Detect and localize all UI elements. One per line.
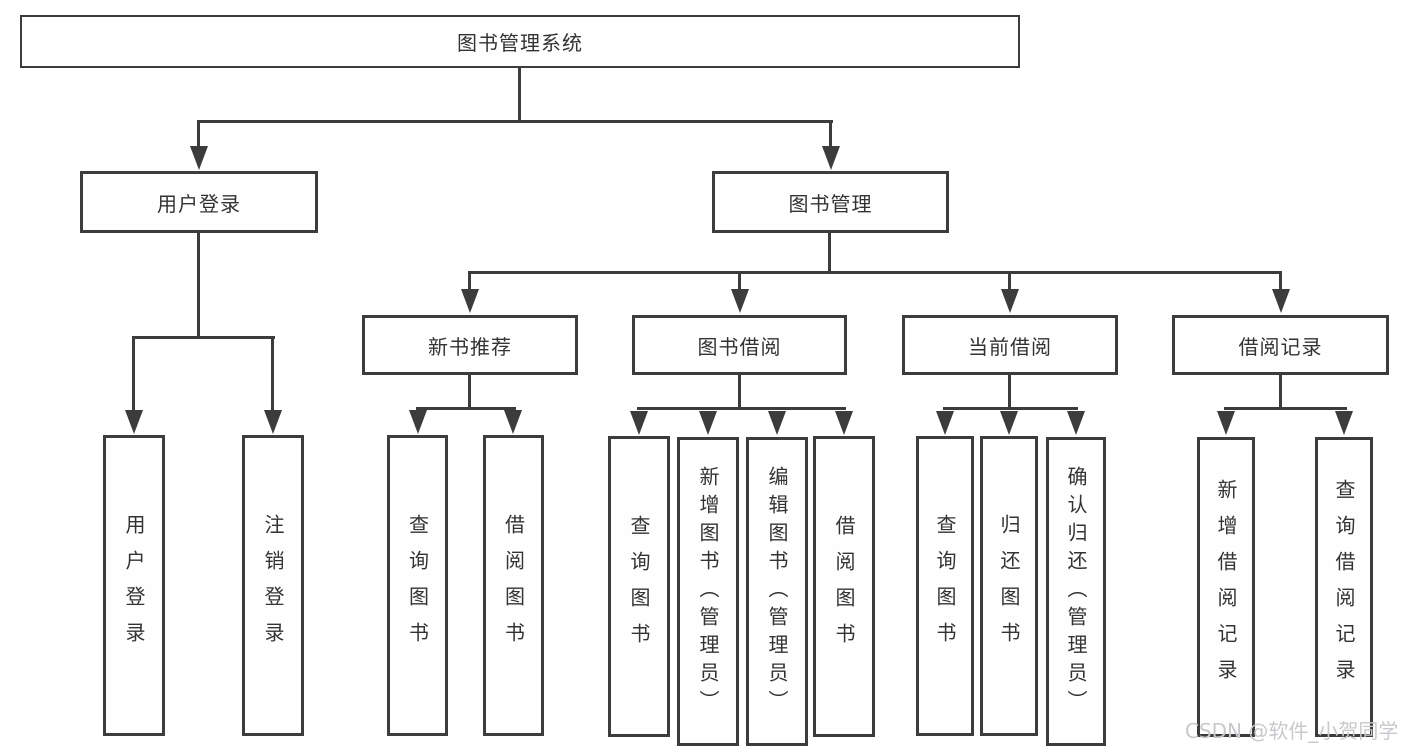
connector-mgmt-vline	[828, 233, 831, 274]
arrowhead-icon	[1000, 411, 1018, 435]
connector-borrow-vline	[738, 375, 741, 410]
arrowhead-icon	[409, 410, 427, 434]
leaf-edit-book-admin: 编辑图书（管理员）	[746, 437, 808, 746]
arrowhead-icon	[1217, 411, 1235, 435]
connector-stub	[197, 120, 200, 148]
node-user-login-label: 用户登录	[157, 191, 241, 216]
node-current-borrow-label: 当前借阅	[968, 334, 1052, 359]
arrowhead-icon	[936, 411, 954, 435]
connector-login-vline	[197, 233, 200, 339]
connector-stub	[132, 336, 135, 413]
leaf-borrow-book-1: 借阅图书	[483, 435, 544, 736]
leaf-query-book-2: 查询图书	[608, 436, 670, 737]
leaf-query-borrow-record: 查询借阅记录	[1315, 437, 1373, 737]
node-current-borrow: 当前借阅	[902, 315, 1118, 375]
watermark: CSDN @软件_小贺同学	[1185, 719, 1399, 743]
connector-stub	[829, 120, 832, 148]
connector-stub	[1279, 271, 1282, 293]
connector-root-vline	[518, 68, 521, 122]
leaf-borrow-book-1-label: 借阅图书	[501, 513, 526, 658]
node-new-book-recommend: 新书推荐	[362, 315, 578, 375]
connector-stub	[1008, 271, 1011, 293]
node-root-label: 图书管理系统	[457, 31, 583, 55]
connector-current-hline	[943, 407, 1078, 410]
leaf-confirm-return-admin: 确认归还（管理员）	[1046, 437, 1106, 746]
leaf-edit-book-admin-label: 编辑图书（管理员）	[765, 465, 789, 718]
node-borrow-records-label: 借阅记录	[1238, 334, 1323, 359]
node-book-management-label: 图书管理	[788, 191, 873, 216]
arrowhead-icon	[835, 411, 853, 435]
arrowhead-icon	[190, 146, 208, 170]
leaf-logout: 注销登录	[242, 435, 304, 736]
leaf-return-book-label: 归还图书	[997, 514, 1021, 658]
connector-records-hline	[1224, 407, 1347, 410]
node-book-borrow-label: 图书借阅	[697, 334, 782, 359]
connector-current-vline	[1008, 375, 1011, 410]
leaf-add-book-admin-label: 新增图书（管理员）	[696, 465, 720, 718]
leaf-query-book-3-label: 查询图书	[933, 514, 957, 658]
leaf-confirm-return-admin-label: 确认归还（管理员）	[1064, 465, 1088, 718]
arrowhead-icon	[1067, 411, 1085, 435]
connector-login-hline	[132, 336, 275, 339]
leaf-query-borrow-record-label: 查询借阅记录	[1332, 479, 1356, 695]
connector-borrow-hline	[637, 407, 846, 410]
leaf-query-book-1-label: 查询图书	[405, 513, 430, 658]
arrowhead-icon	[768, 411, 786, 435]
node-new-book-recommend-label: 新书推荐	[428, 334, 512, 359]
connector-recommend-vline	[468, 375, 471, 410]
node-borrow-records: 借阅记录	[1172, 315, 1389, 375]
leaf-add-book-admin: 新增图书（管理员）	[677, 437, 739, 746]
leaf-borrow-book-2-label: 借阅图书	[832, 514, 856, 659]
connector-stub	[271, 336, 274, 413]
arrowhead-icon	[125, 410, 143, 434]
arrowhead-icon	[1001, 289, 1019, 313]
leaf-query-book-3: 查询图书	[916, 436, 974, 736]
leaf-add-borrow-record-label: 新增借阅记录	[1214, 479, 1238, 695]
arrowhead-icon	[1335, 411, 1353, 435]
arrowhead-icon	[461, 289, 479, 313]
leaf-return-book: 归还图书	[980, 436, 1038, 736]
arrowhead-icon	[699, 411, 717, 435]
node-user-login: 用户登录	[80, 171, 318, 233]
node-book-borrow: 图书借阅	[632, 315, 847, 375]
connector-stub	[738, 271, 741, 293]
connector-recommend-hline	[416, 407, 516, 410]
leaf-add-borrow-record: 新增借阅记录	[1197, 437, 1255, 737]
connector-records-vline	[1279, 375, 1282, 410]
leaf-user-login-label: 用户登录	[122, 513, 146, 658]
leaf-borrow-book-2: 借阅图书	[813, 436, 875, 737]
connector-root-hline	[197, 120, 833, 123]
arrowhead-icon	[630, 411, 648, 435]
node-root: 图书管理系统	[20, 15, 1020, 68]
leaf-logout-label: 注销登录	[261, 513, 285, 658]
leaf-user-login: 用户登录	[103, 435, 165, 736]
arrowhead-icon	[731, 289, 749, 313]
node-book-management: 图书管理	[712, 171, 949, 233]
arrowhead-icon	[1272, 289, 1290, 313]
arrowhead-icon	[504, 410, 522, 434]
connector-stub	[468, 271, 471, 293]
leaf-query-book-1: 查询图书	[387, 435, 448, 736]
arrowhead-icon	[822, 146, 840, 170]
arrowhead-icon	[264, 410, 282, 434]
connector-mgmt-hline	[468, 271, 1282, 274]
leaf-query-book-2-label: 查询图书	[627, 514, 651, 659]
